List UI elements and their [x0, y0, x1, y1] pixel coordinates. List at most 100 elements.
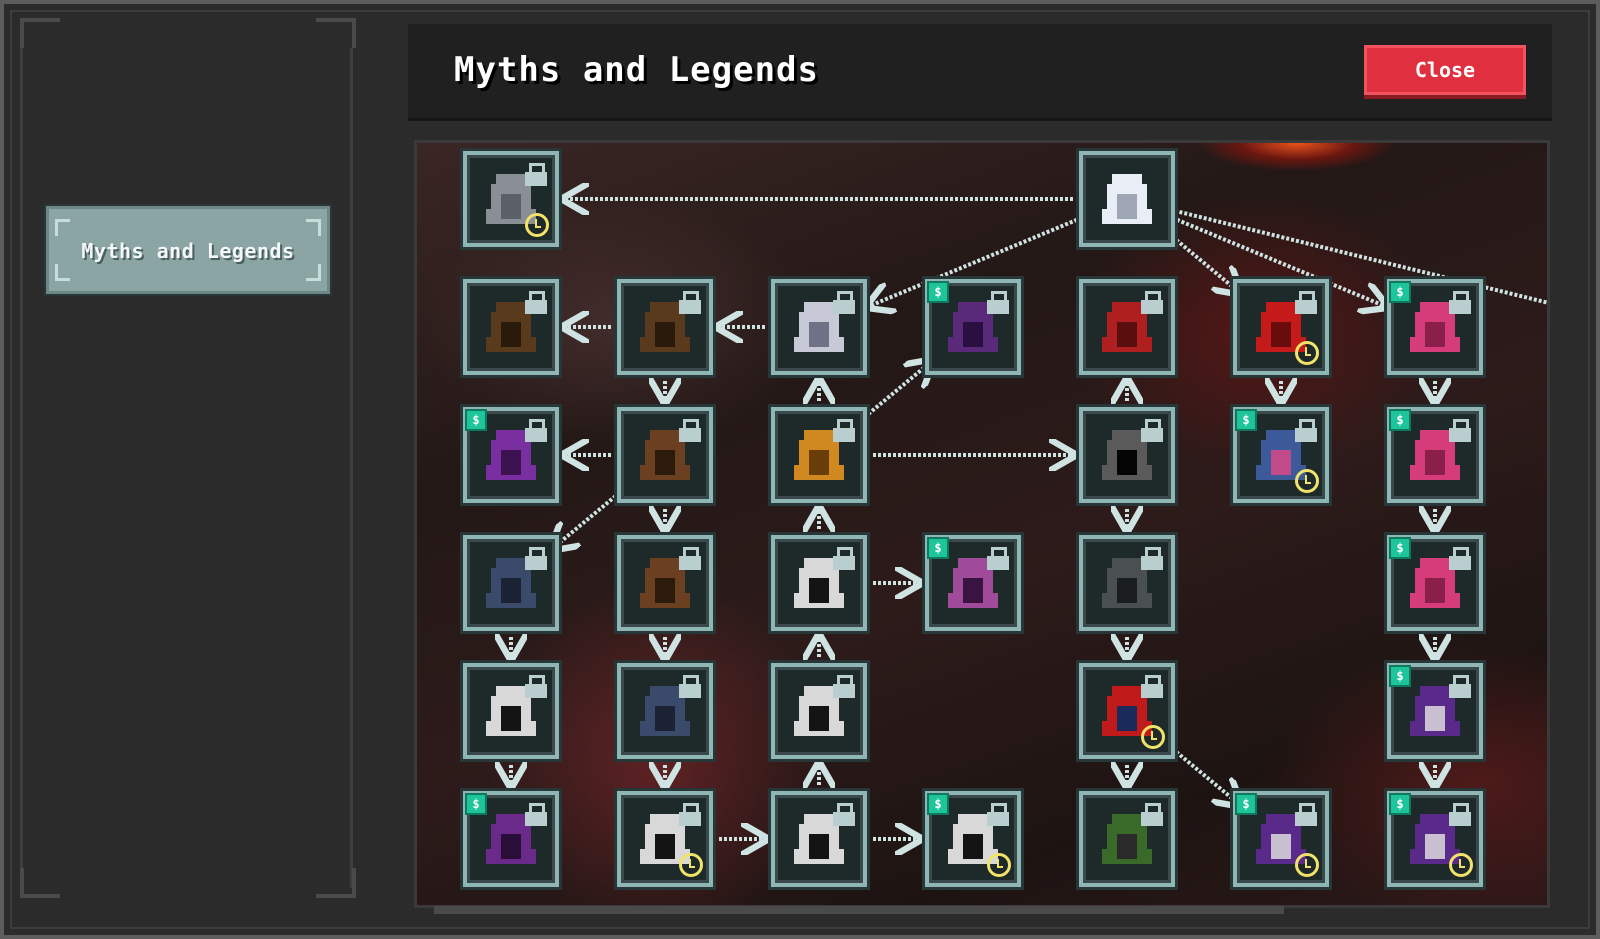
- pink-star-icon: [1405, 297, 1465, 357]
- skill-node-brown-star-hood-b[interactable]: [617, 535, 713, 631]
- tab-bracket: [55, 264, 70, 281]
- skill-node-skull-priest-c[interactable]: [771, 663, 867, 759]
- skill-node-violet-skull-mage-b[interactable]: $: [1233, 791, 1329, 887]
- clock-icon: [525, 213, 549, 237]
- lock-icon: [1141, 291, 1163, 314]
- skill-node-skull-priest-f[interactable]: $: [925, 791, 1021, 887]
- lock-icon: [833, 675, 855, 698]
- skill-node-skull-priest-a[interactable]: [771, 535, 867, 631]
- skill-node-pink-star-b[interactable]: $: [1387, 407, 1483, 503]
- horned-demon-icon: [1097, 681, 1157, 741]
- lock-icon: [525, 291, 547, 314]
- skull-priest-icon: [789, 681, 849, 741]
- corner-ornament: [20, 868, 60, 898]
- corner-ornament: [316, 18, 356, 48]
- skill-node-navy-star-hood-b[interactable]: [617, 663, 713, 759]
- premium-coin-icon: $: [1389, 537, 1411, 559]
- skill-node-white-skull[interactable]: [1079, 151, 1175, 247]
- skill-node-hood-brown-a[interactable]: [463, 279, 559, 375]
- skill-node-skull-priest-b[interactable]: [463, 663, 559, 759]
- skill-node-skull-priest-e[interactable]: [771, 791, 867, 887]
- skill-node-dark-portal[interactable]: [1079, 407, 1175, 503]
- tab-bracket: [306, 264, 321, 281]
- skill-node-red-gate[interactable]: [1079, 279, 1175, 375]
- skill-node-hood-brown-b[interactable]: [617, 279, 713, 375]
- lock-icon: [679, 419, 701, 442]
- violet-skull-mage-icon: [1405, 809, 1465, 869]
- lock-icon: [1449, 547, 1471, 570]
- skill-node-blue-wizard[interactable]: $: [1233, 407, 1329, 503]
- skill-node-white-hood[interactable]: [771, 279, 867, 375]
- navy-star-hood-icon: [635, 681, 695, 741]
- brown-star-hood-icon: [635, 425, 695, 485]
- skill-node-red-target[interactable]: [1233, 279, 1329, 375]
- skill-node-violet-skull-mage-c[interactable]: $: [1387, 791, 1483, 887]
- lock-icon: [1449, 803, 1471, 826]
- skill-node-green-ruins[interactable]: [1079, 791, 1175, 887]
- lock-icon: [679, 675, 701, 698]
- premium-coin-icon: $: [927, 281, 949, 303]
- corner-ornament: [316, 868, 356, 898]
- brown-star-hood-icon: [635, 553, 695, 613]
- close-button[interactable]: Close: [1364, 45, 1526, 95]
- grey-skull-icon: [481, 169, 541, 229]
- lock-icon: [1141, 675, 1163, 698]
- lock-icon: [1449, 291, 1471, 314]
- skill-node-pink-star-a[interactable]: $: [1387, 279, 1483, 375]
- skill-node-purple-demon[interactable]: $: [925, 279, 1021, 375]
- skill-tree-panel[interactable]: $ $ $ $ $ $ $ $ $ $ $ $: [414, 140, 1550, 908]
- pink-star-icon: [1405, 553, 1465, 613]
- lock-icon: [987, 291, 1009, 314]
- skill-node-horned-demon[interactable]: [1079, 663, 1175, 759]
- sidebar: [20, 18, 362, 918]
- lock-icon: [1141, 803, 1163, 826]
- lock-icon: [1449, 419, 1471, 442]
- skill-node-pink-star-c[interactable]: $: [1387, 535, 1483, 631]
- lock-icon: [987, 547, 1009, 570]
- page-title: Myths and Legends: [454, 50, 819, 90]
- blue-wizard-icon: [1251, 425, 1311, 485]
- tree-link-arrow: [1167, 231, 1240, 293]
- skill-node-purple-hood[interactable]: $: [463, 791, 559, 887]
- skull-priest-cross-icon: [789, 809, 849, 869]
- skill-node-grey-skull[interactable]: [463, 151, 559, 247]
- red-spiral-icon: [1251, 297, 1311, 357]
- premium-coin-icon: $: [1235, 793, 1257, 815]
- lock-icon: [1295, 291, 1317, 314]
- lock-icon: [679, 803, 701, 826]
- brown-hood-icon: [481, 297, 541, 357]
- purple-demon-icon: [943, 297, 1003, 357]
- skill-node-brown-star-hood-a[interactable]: [617, 407, 713, 503]
- lock-icon: [525, 547, 547, 570]
- skill-node-orange-hood[interactable]: [771, 407, 867, 503]
- clock-icon: [1295, 341, 1319, 365]
- red-gate-icon: [1097, 297, 1157, 357]
- purple-star-hood-icon: [481, 425, 541, 485]
- skill-node-skull-priest-d[interactable]: [617, 791, 713, 887]
- orange-hood-icon: [789, 425, 849, 485]
- dialog-inner-border: [10, 10, 1590, 929]
- premium-coin-icon: $: [465, 409, 487, 431]
- skill-node-violet-skull-mage[interactable]: $: [1387, 663, 1483, 759]
- horizontal-scrollbar[interactable]: [434, 906, 1284, 914]
- skill-node-graveyard[interactable]: [1079, 535, 1175, 631]
- brown-hood-icon: [635, 297, 695, 357]
- premium-coin-icon: $: [1389, 793, 1411, 815]
- skill-node-navy-star-hood-a[interactable]: [463, 535, 559, 631]
- dialog-header: Myths and Legends Close: [408, 24, 1552, 121]
- lock-icon: [1141, 547, 1163, 570]
- sidebar-left-rule: [20, 48, 23, 888]
- lock-icon: [679, 547, 701, 570]
- tree-links: [417, 143, 1547, 908]
- clock-icon: [679, 853, 703, 877]
- skull-priest-icon: [789, 553, 849, 613]
- skill-node-purple-skull-priest[interactable]: $: [925, 535, 1021, 631]
- skill-node-purple-star-hood[interactable]: $: [463, 407, 559, 503]
- skull-priest-icon: [635, 809, 695, 869]
- premium-coin-icon: $: [1235, 409, 1257, 431]
- sidebar-tab-myths-and-legends[interactable]: Myths and Legends: [46, 206, 330, 294]
- lock-icon: [833, 291, 855, 314]
- tree-link-arrow: [553, 487, 625, 549]
- lock-icon: [525, 419, 547, 442]
- green-ruins-icon: [1097, 809, 1157, 869]
